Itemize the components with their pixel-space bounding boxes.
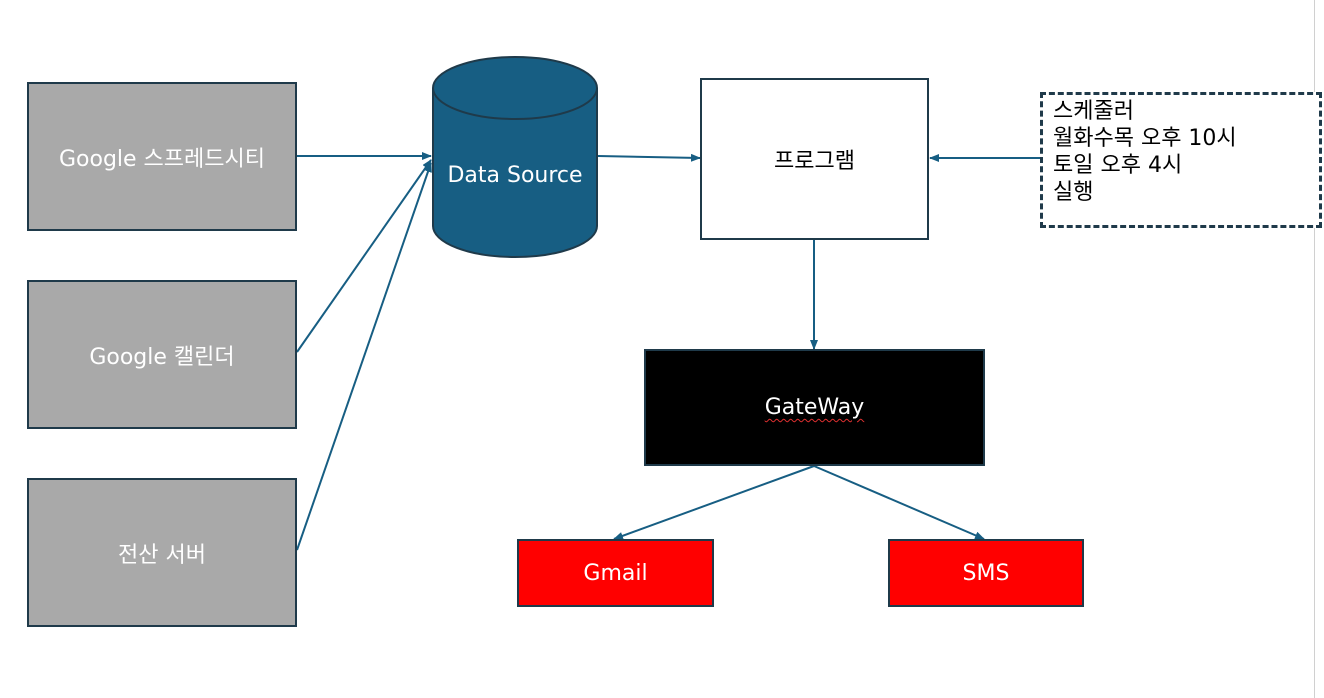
output-gmail: Gmail bbox=[517, 539, 714, 607]
datasource-cylinder: Data Source bbox=[432, 56, 598, 258]
gateway-box: GateWay bbox=[644, 349, 985, 466]
program-box: 프로그램 bbox=[700, 78, 929, 240]
cylinder-body bbox=[432, 88, 598, 258]
cylinder-top bbox=[432, 56, 598, 120]
source-server-label: 전산 서버 bbox=[118, 542, 206, 568]
program-label: 프로그램 bbox=[774, 149, 855, 174]
arrow-datasource-to-program bbox=[597, 153, 701, 162]
output-sms-label: SMS bbox=[962, 560, 1010, 586]
page-edge-divider bbox=[1314, 0, 1315, 698]
datasource-label: Data Source bbox=[447, 163, 582, 188]
scheduler-line-run: 실행 bbox=[1053, 180, 1094, 205]
output-gmail-label: Gmail bbox=[583, 560, 648, 586]
source-server: 전산 서버 bbox=[27, 478, 297, 627]
gateway-label: GateWay bbox=[764, 395, 865, 420]
scheduler-box: 스케줄러 월화수목 오후 10시 토일 오후 4시 실행 bbox=[1040, 92, 1322, 228]
arrow-gateway-to-gmail bbox=[613, 465, 815, 540]
source-google-sheets-label: Google 스프레드시티 bbox=[58, 146, 265, 172]
connectors bbox=[296, 152, 1040, 551]
source-google-sheets: Google 스프레드시티 bbox=[27, 82, 297, 231]
scheduler-line-weekend: 토일 오후 4시 bbox=[1053, 153, 1183, 178]
arrow-calendar-to-datasource bbox=[296, 159, 432, 353]
arrow-server-to-datasource bbox=[296, 162, 432, 551]
scheduler-line-weekday: 월화수목 오후 10시 bbox=[1053, 126, 1237, 151]
source-google-calendar: Google 캘린더 bbox=[27, 280, 297, 429]
scheduler-line-title: 스케줄러 bbox=[1053, 99, 1134, 124]
output-sms: SMS bbox=[888, 539, 1084, 607]
arrow-gateway-to-sms bbox=[813, 465, 985, 540]
source-google-calendar-label: Google 캘린더 bbox=[89, 344, 235, 370]
